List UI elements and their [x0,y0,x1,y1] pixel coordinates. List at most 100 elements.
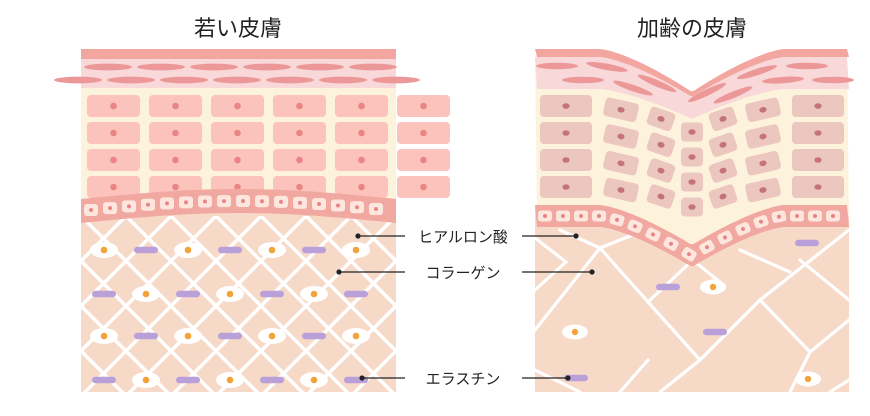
flat-cell [243,63,291,71]
aged-collagen-fiber [788,350,812,392]
flat-cell [296,63,344,71]
flat-cell [372,76,420,84]
aged-basal-nucleus [723,235,727,240]
aged-basal-cell [699,240,715,255]
elastin-fiber [302,246,326,254]
young-stratum-corneum [81,49,396,59]
aged-flat-cell [786,62,828,70]
aged-cell-nucleus [719,193,727,200]
aged-basal-cell [753,215,769,229]
flat-cell [266,76,314,84]
cell-nucleus [358,156,365,164]
basal-nucleus [127,204,131,209]
cell-nucleus [296,156,303,164]
cell-nucleus [420,183,427,191]
aged-basal-cell [663,236,679,251]
aged-basal-cell [790,210,804,222]
aged-flat-cell [736,65,778,80]
aged-epidermal-cell [708,132,738,157]
cell-nucleus [234,102,241,110]
aged-collagen-fiber [698,298,762,362]
aged-stratum-corneum [535,49,849,97]
basal-nucleus [222,199,226,204]
cell-nucleus [358,102,365,110]
aged-hyaluronic-dot [709,283,717,291]
aged-epidermal-cell [708,158,738,183]
aged-collagen-fiber [658,358,702,392]
aged-collagen-fiber [808,318,849,354]
basal-nucleus [355,205,359,210]
aged-epidermal-cell [792,149,844,171]
aged-cell-nucleus [719,116,727,122]
aged-flat-cell [762,76,804,84]
elastin-fiber [344,290,368,298]
aged-epidermal-cell [745,151,781,176]
basal-nucleus [260,199,264,204]
aged-elastin-fiber [703,328,727,336]
elastin-leader-dot-right [565,375,571,381]
aged-flat-cell [586,61,628,72]
aged-basal-nucleus [687,252,691,257]
hyaluronic-annotation: ヒアルロン酸 [355,228,579,246]
aged-cell-nucleus [617,106,625,113]
elastin-fiber [260,290,284,298]
aged-flat-cell [812,76,854,84]
aged-basal-cell [538,210,552,222]
cell-nucleus [420,129,427,137]
flat-cell [54,76,102,84]
aged-cell-nucleus [562,157,570,163]
aged-epidermal-cell [708,184,738,209]
aged-basal-cell [717,230,733,245]
aged-cell-nucleus [814,103,822,109]
aged-basal-nucleus [633,224,637,229]
hyaluronic-dot [100,332,108,340]
aged-collagen-fiber [535,246,602,332]
aged-cell-nucleus [617,187,625,193]
cell-nucleus [110,156,117,164]
aged-epidermal-cell [646,132,676,157]
aged-collagen-fiber [646,300,702,362]
aged-epidermal-cell [646,158,676,183]
aged-epidermal-cell [681,122,703,142]
aged-cell-nucleus [688,129,696,135]
collagen-fiber [349,216,396,264]
cell-nucleus [296,102,303,110]
aged-basal-nucleus [705,245,709,250]
basal-nucleus [241,199,245,204]
flat-cell [213,76,261,84]
flat-cell [107,76,155,84]
aged-basal-layer [535,205,849,267]
elastin-fiber [92,376,116,384]
young-skin-title: 若い皮膚 [194,17,282,42]
collagen-leader-dot-right [589,269,595,275]
aged-skin-panel [535,49,854,392]
aged-basal-cell [735,221,751,236]
aged-basal-cell [609,213,625,227]
collagen-fiber [307,303,396,392]
aged-flat-cells [536,61,854,104]
aged-basal-cell [645,227,661,242]
aged-elastin-fiber [656,283,680,291]
hyaluronic-dot [184,332,192,340]
aged-epidermal-cell [603,97,639,123]
elastin-fiber [218,246,242,254]
elastin-fiber [302,332,326,340]
collagen-fiber [172,216,353,392]
collagen-fiber [82,216,263,392]
aged-collagen-fiber [535,236,568,264]
aged-epidermal-cell [681,147,703,167]
collagen-fiber [352,348,396,392]
elastin-fiber [218,332,242,340]
aged-basal-nucleus [615,217,619,222]
aged-elastin-fiber [795,239,819,247]
cell-nucleus [110,183,117,191]
flat-cell [84,63,132,71]
cell-nucleus [234,129,241,137]
aged-dermis-fibers [535,223,849,392]
aged-basal-nucleus [651,232,655,237]
elastin-fiber [176,290,200,298]
aged-epidermal-cell [540,149,592,171]
aged-cell-nucleus [814,130,822,136]
hyaluronic-dot [310,290,318,298]
